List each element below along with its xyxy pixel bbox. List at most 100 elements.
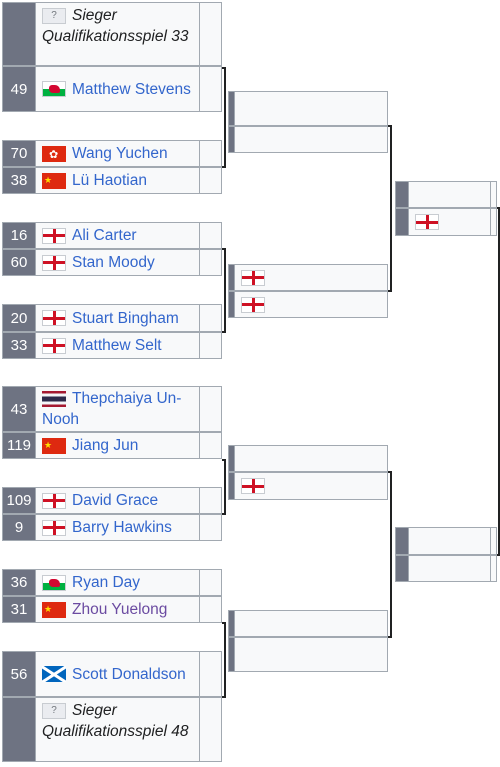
- r1-slot-15: 56 Scott Donaldson: [2, 651, 222, 697]
- connector: [390, 471, 392, 638]
- score-cell: [199, 141, 221, 166]
- seed-badge: [3, 698, 35, 761]
- score-cell: [199, 333, 221, 358]
- seed-badge: 38: [3, 168, 35, 193]
- seed-badge: 33: [3, 333, 35, 358]
- r1-slot-6: 60 Stan Moody: [2, 249, 222, 276]
- score-cell: [199, 652, 221, 696]
- r2-slot-2: [228, 126, 388, 153]
- unknown-flag-icon: ?: [42, 702, 66, 719]
- player-name-cell: Zhou Yuelong: [35, 597, 199, 622]
- seed-badge: [229, 92, 234, 125]
- player-name: Sieger Qualifikationsspiel 33: [42, 7, 189, 45]
- england-flag-icon: [415, 214, 439, 230]
- r2-slot-7: [228, 610, 388, 637]
- r1-slot-12: 9 Barry Hawkins: [2, 514, 222, 541]
- connector: [388, 125, 391, 127]
- score-cell: [199, 168, 221, 193]
- score-cell: [490, 209, 496, 235]
- seed-badge: [229, 638, 234, 671]
- player-link[interactable]: Jiang Jun: [72, 437, 139, 454]
- seed-badge: 119: [3, 433, 35, 458]
- player-name-cell: [234, 446, 387, 471]
- player-name-cell: Jiang Jun: [35, 433, 199, 458]
- connector: [222, 622, 225, 624]
- england-flag-icon: [42, 492, 66, 509]
- seed-badge: [3, 3, 35, 65]
- england-flag-icon: [42, 310, 66, 326]
- scotland-flag-icon: [42, 666, 66, 683]
- player-name-cell: [234, 638, 387, 671]
- connector: [222, 696, 225, 698]
- wales-flag-icon: [42, 81, 66, 98]
- player-name-cell: Stuart Bingham: [35, 305, 199, 331]
- seed-badge: [396, 556, 408, 581]
- r2-slot-8: [228, 637, 388, 672]
- score-cell: [199, 305, 221, 331]
- player-name-cell: David Grace: [35, 488, 199, 513]
- player-name-cell: [234, 265, 387, 290]
- player-link[interactable]: Stuart Bingham: [72, 309, 179, 327]
- player-link[interactable]: Thepchaiya Un-Nooh: [42, 390, 182, 428]
- score-cell: [199, 250, 221, 275]
- r2-slot-6: [228, 472, 388, 500]
- score-cell: [199, 433, 221, 458]
- r1-slot-4: 38 Lü Haotian: [2, 167, 222, 194]
- england-flag-icon: [42, 337, 66, 354]
- score-cell: [199, 515, 221, 540]
- r3-slot-3: [395, 527, 497, 555]
- player-link[interactable]: Matthew Selt: [72, 337, 162, 354]
- player-link[interactable]: Barry Hawkins: [72, 519, 172, 536]
- england-flag-icon: [42, 519, 66, 536]
- seed-badge: [396, 528, 408, 554]
- player-name-cell: Ryan Day: [35, 570, 199, 595]
- player-link[interactable]: Lü Haotian: [72, 172, 147, 189]
- player-name-cell: ?Sieger Qualifikationsspiel 33: [35, 3, 199, 65]
- player-name-cell: [408, 209, 490, 235]
- england-flag-icon: [241, 269, 265, 286]
- player-name-cell: Barry Hawkins: [35, 515, 199, 540]
- connector: [222, 513, 225, 515]
- r2-slot-1: [228, 91, 388, 126]
- player-name-cell: Wang Yuchen: [35, 141, 199, 166]
- player-name-cell: Matthew Stevens: [35, 67, 199, 111]
- player-name-cell: Stan Moody: [35, 250, 199, 275]
- seed-badge: 36: [3, 570, 35, 595]
- r3-slot-2: [395, 208, 497, 236]
- england-flag-icon: [42, 254, 66, 271]
- england-flag-icon: [241, 478, 265, 494]
- player-link[interactable]: David Grace: [72, 492, 159, 509]
- player-link[interactable]: Matthew Stevens: [72, 80, 191, 98]
- player-link[interactable]: Zhou Yuelong: [72, 601, 168, 618]
- connector: [388, 290, 391, 292]
- r1-slot-5: 16 Ali Carter: [2, 222, 222, 249]
- player-link[interactable]: Wang Yuchen: [72, 145, 168, 162]
- score-cell: [199, 3, 221, 65]
- china-flag-icon: [42, 599, 66, 620]
- connector: [222, 459, 225, 461]
- score-cell: [490, 182, 496, 207]
- seed-badge: [229, 611, 234, 636]
- player-link[interactable]: Stan Moody: [72, 254, 155, 271]
- player-name-cell: ?Sieger Qualifikationsspiel 48: [35, 698, 199, 761]
- player-link[interactable]: Ali Carter: [72, 227, 137, 244]
- china-flag-icon: [42, 435, 66, 456]
- seed-badge: 43: [3, 387, 35, 431]
- seed-badge: [396, 209, 408, 235]
- r1-slot-7: 20 Stuart Bingham: [2, 304, 222, 332]
- score-cell: [199, 67, 221, 111]
- player-name-cell: Lü Haotian: [35, 168, 199, 193]
- score-cell: [199, 223, 221, 248]
- score-cell: [199, 387, 221, 431]
- player-name-cell: [234, 127, 387, 152]
- score-cell: [199, 570, 221, 595]
- seed-badge: 60: [3, 250, 35, 275]
- player-link[interactable]: Ryan Day: [72, 574, 141, 591]
- seed-badge: 70: [3, 141, 35, 166]
- score-cell: [490, 556, 496, 581]
- seed-badge: [229, 473, 234, 499]
- r3-slot-4: [395, 555, 497, 582]
- player-link[interactable]: Scott Donaldson: [72, 665, 186, 683]
- player-name-cell: [234, 92, 387, 125]
- hongkong-flag-icon: [42, 145, 66, 166]
